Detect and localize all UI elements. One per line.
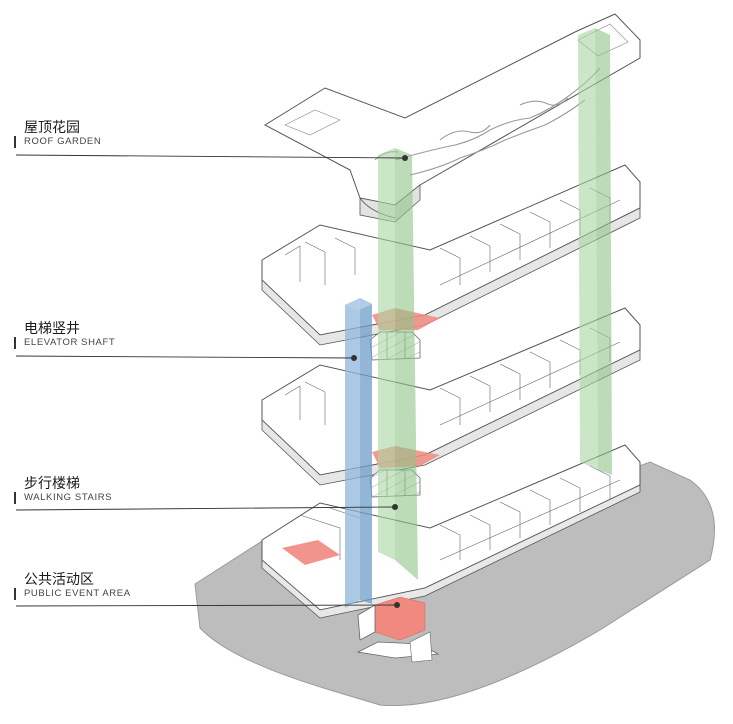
garden-paths bbox=[374, 67, 601, 176]
marker-roof-garden bbox=[402, 155, 408, 161]
label-en: ROOF GARDEN bbox=[14, 136, 101, 148]
marker-walking-stairs bbox=[392, 504, 398, 510]
label-public-event-area: 公共活动区 PUBLIC EVENT AREA bbox=[14, 572, 131, 600]
ground-plane bbox=[194, 461, 715, 707]
label-walking-stairs: 步行楼梯 WALKING STAIRS bbox=[14, 476, 112, 504]
label-roof-garden: 屋顶花园 ROOF GARDEN bbox=[14, 120, 101, 148]
label-en: PUBLIC EVENT AREA bbox=[14, 588, 131, 600]
label-en: ELEVATOR SHAFT bbox=[14, 337, 115, 349]
leader-walking-stairs bbox=[15, 506, 396, 511]
label-zh: 电梯竖井 bbox=[24, 321, 80, 337]
label-zh: 步行楼梯 bbox=[24, 476, 80, 492]
public-area-ground-left bbox=[282, 540, 340, 565]
label-zh: 屋顶花园 bbox=[24, 120, 80, 136]
stairs-volume-right bbox=[578, 28, 612, 475]
stairs-volume-left bbox=[378, 148, 418, 580]
label-zh: 公共活动区 bbox=[24, 572, 94, 588]
label-en: WALKING STAIRS bbox=[14, 492, 112, 504]
marker-elevator-shaft bbox=[351, 355, 357, 361]
leader-public-event-area bbox=[15, 604, 398, 607]
leader-elevator-shaft bbox=[15, 355, 355, 359]
elevator-shaft-volume bbox=[345, 298, 372, 608]
leader-lines bbox=[15, 154, 406, 607]
marker-public-event-area bbox=[394, 602, 400, 608]
leader-roof-garden bbox=[15, 154, 406, 159]
label-elevator-shaft: 电梯竖井 ELEVATOR SHAFT bbox=[14, 321, 115, 349]
